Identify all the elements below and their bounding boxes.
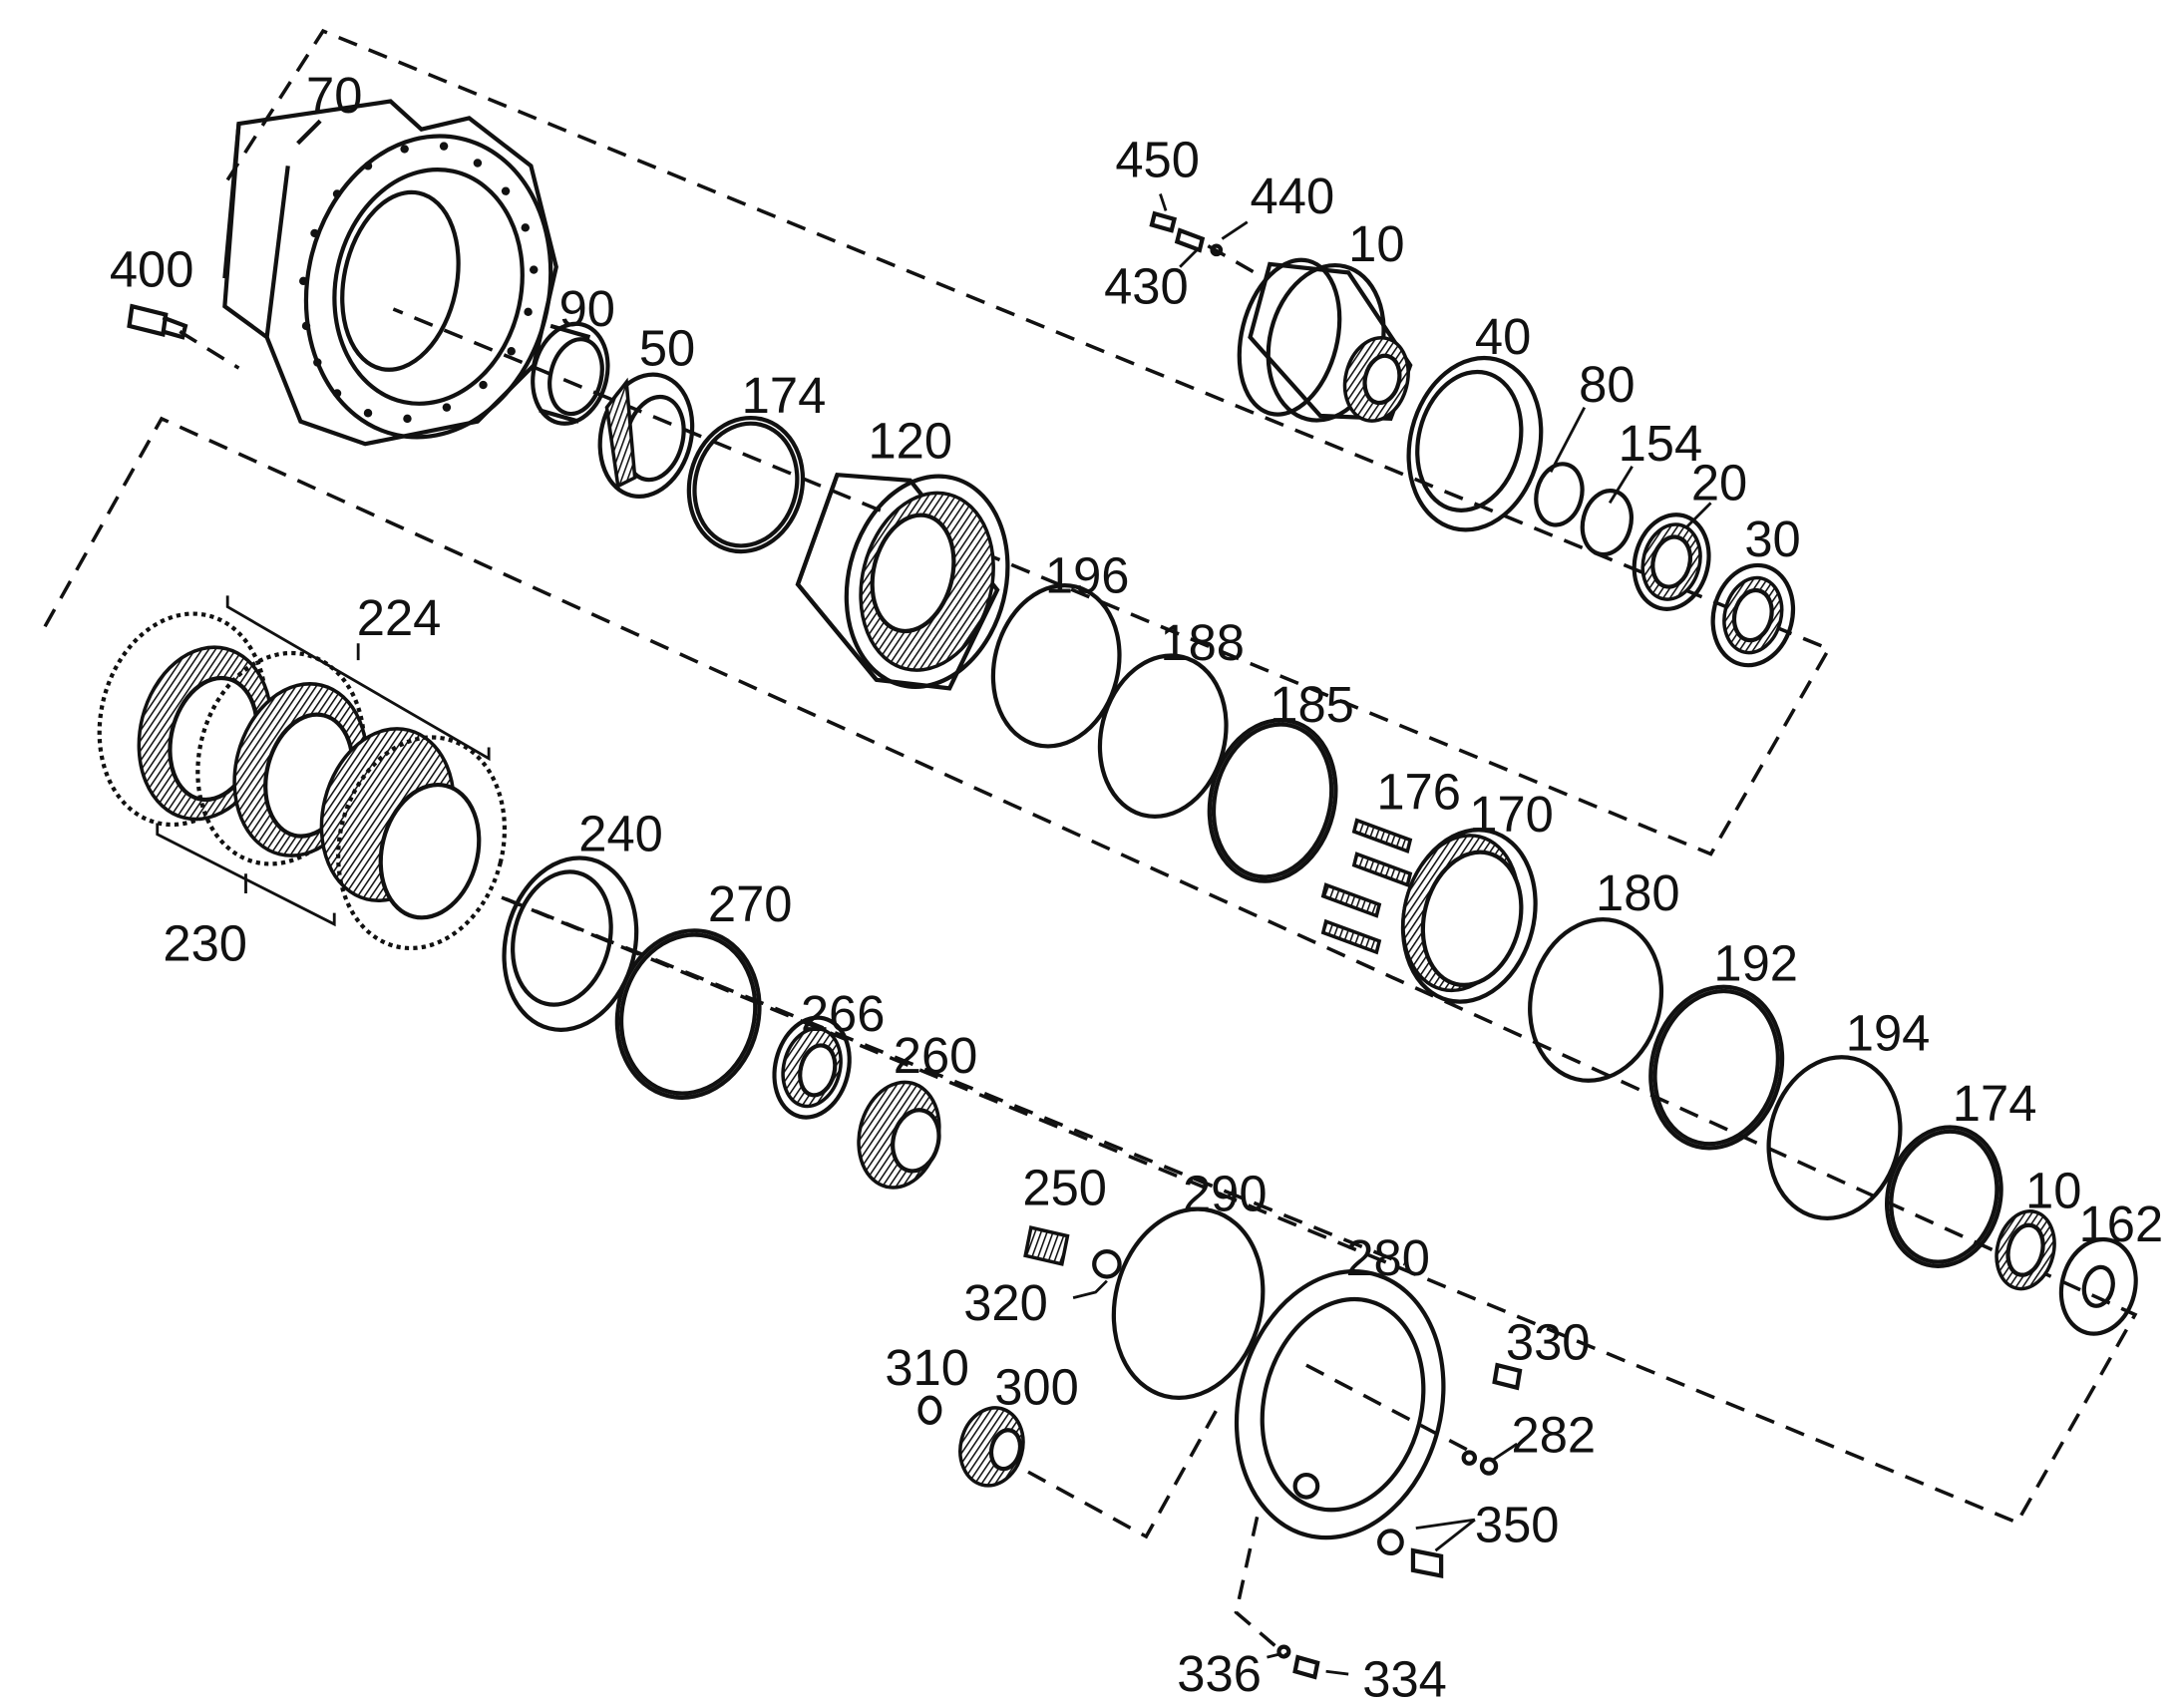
callout-240: 240 bbox=[578, 806, 663, 862]
callout-320: 320 bbox=[963, 1274, 1048, 1331]
o-ring-part-336 bbox=[1276, 1644, 1291, 1659]
plate-part-240 bbox=[502, 855, 639, 1032]
seal-part-40 bbox=[1406, 355, 1544, 532]
hub-part-10-upper bbox=[1237, 257, 1413, 423]
callout-30: 30 bbox=[1744, 511, 1800, 567]
callout-170: 170 bbox=[1469, 786, 1554, 843]
callout-270: 270 bbox=[708, 875, 793, 932]
callout-310: 310 bbox=[885, 1339, 969, 1396]
callout-120: 120 bbox=[868, 412, 952, 469]
callout-440: 440 bbox=[1251, 168, 1335, 224]
ring-part-185 bbox=[1207, 718, 1338, 883]
callout-282: 282 bbox=[1512, 1407, 1597, 1464]
bearing-part-20 bbox=[1632, 512, 1711, 611]
callout-266: 266 bbox=[801, 985, 886, 1042]
springs-part-176 bbox=[1320, 818, 1413, 955]
callout-185: 185 bbox=[1270, 676, 1354, 733]
o-ring-part-154 bbox=[1580, 489, 1634, 557]
callout-400: 400 bbox=[110, 240, 194, 297]
callout-230: 230 bbox=[163, 915, 247, 972]
callout-90: 90 bbox=[559, 280, 615, 337]
callout-450: 450 bbox=[1115, 132, 1200, 188]
ring-part-180 bbox=[1528, 917, 1664, 1083]
callout-10-lower: 10 bbox=[2025, 1162, 2081, 1218]
bearing-race-part-90 bbox=[531, 321, 610, 426]
callout-290: 290 bbox=[1183, 1165, 1268, 1221]
callout-192: 192 bbox=[1713, 934, 1798, 991]
callout-20: 20 bbox=[1691, 455, 1747, 512]
seal-part-30 bbox=[1710, 562, 1796, 668]
nut-part-10-lower bbox=[1995, 1209, 2056, 1291]
callout-40: 40 bbox=[1475, 308, 1531, 365]
bracket-part-224 bbox=[225, 595, 491, 762]
callout-250: 250 bbox=[1022, 1160, 1107, 1216]
piston-part-170 bbox=[1400, 828, 1538, 1004]
callout-336: 336 bbox=[1177, 1645, 1262, 1702]
snap-ring-part-174-lower bbox=[1884, 1125, 2003, 1268]
callout-80: 80 bbox=[1579, 356, 1635, 413]
ring-part-310 bbox=[917, 1395, 942, 1426]
assembly-dashed-lines bbox=[43, 28, 2138, 1656]
leader-lines bbox=[1072, 193, 1712, 1676]
bolt-holes bbox=[299, 142, 539, 424]
callout-300: 300 bbox=[994, 1359, 1079, 1416]
washer-part-282 bbox=[1461, 1450, 1499, 1476]
callout-196: 196 bbox=[1045, 547, 1130, 604]
carrier-part-266 bbox=[772, 1015, 852, 1120]
o-ring-part-290 bbox=[1111, 1206, 1266, 1400]
callout-334: 334 bbox=[1362, 1651, 1447, 1708]
gear-part-300 bbox=[958, 1406, 1025, 1488]
housing-part-70 bbox=[222, 99, 558, 447]
clutch-plates-part-230 bbox=[97, 611, 508, 951]
callout-430: 430 bbox=[1104, 257, 1189, 314]
callout-194: 194 bbox=[1846, 1005, 1931, 1062]
callout-280: 280 bbox=[1345, 1229, 1430, 1286]
plug-part-334 bbox=[1292, 1654, 1320, 1680]
cover-part-280 bbox=[1234, 1269, 1446, 1540]
o-ring-part-440 bbox=[1210, 243, 1224, 257]
callout-174-lower: 174 bbox=[1953, 1075, 2037, 1132]
roller-bearing-part-50 bbox=[597, 372, 695, 499]
gear-part-260 bbox=[857, 1080, 941, 1190]
callout-labels: 70 400 90 50 174 120 450 440 430 10 40 8… bbox=[110, 67, 2163, 1708]
ring-gear-drum-part-120 bbox=[795, 472, 1010, 691]
o-ring-part-80 bbox=[1534, 462, 1585, 527]
ring-part-192 bbox=[1648, 984, 1785, 1151]
ring-part-194 bbox=[1766, 1055, 1903, 1220]
cap-part-320 bbox=[1092, 1248, 1122, 1279]
bolt-part-400 bbox=[127, 303, 188, 340]
gear-part-250 bbox=[1023, 1225, 1070, 1266]
callout-50: 50 bbox=[639, 319, 695, 376]
callout-260: 260 bbox=[894, 1027, 978, 1084]
callout-180: 180 bbox=[1596, 864, 1680, 921]
washer-part-162 bbox=[2058, 1236, 2138, 1336]
snap-ring-part-270 bbox=[614, 928, 762, 1100]
bolt-part-330 bbox=[1492, 1362, 1523, 1391]
bracket-part-230 bbox=[156, 823, 336, 927]
callout-350: 350 bbox=[1475, 1497, 1560, 1553]
ring-part-196 bbox=[990, 582, 1122, 749]
plug-part-430 bbox=[1174, 227, 1206, 253]
callout-224: 224 bbox=[357, 589, 442, 646]
small-bolt-part-450 bbox=[1149, 210, 1178, 233]
callout-162: 162 bbox=[2079, 1196, 2164, 1252]
callout-70: 70 bbox=[306, 67, 362, 124]
callout-174-upper: 174 bbox=[742, 367, 827, 424]
plug-part-350 bbox=[1377, 1529, 1444, 1579]
callout-154: 154 bbox=[1619, 415, 1703, 472]
callout-176: 176 bbox=[1376, 763, 1461, 820]
callout-10-upper: 10 bbox=[1348, 215, 1404, 272]
snap-ring-part-174-upper bbox=[686, 415, 806, 554]
callout-330: 330 bbox=[1506, 1314, 1591, 1371]
ring-part-188 bbox=[1097, 653, 1229, 819]
callout-188: 188 bbox=[1160, 614, 1245, 671]
